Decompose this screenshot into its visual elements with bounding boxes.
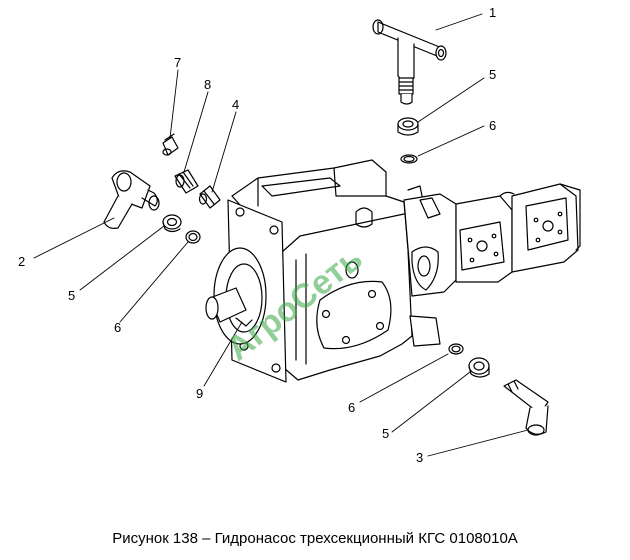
part-2-angle-fitting	[103, 170, 160, 229]
callout-2: 2	[18, 254, 25, 269]
callout-6-left: 6	[114, 320, 121, 335]
part-4-fitting	[198, 185, 221, 209]
callout-1: 1	[489, 5, 496, 20]
leader-lines	[33, 13, 529, 457]
callout-numbers: 1 5 6 7 8 4 2 5 6 9 6 5 3	[18, 5, 496, 465]
part-5-nut-top	[397, 117, 419, 136]
callout-6-top: 6	[489, 118, 496, 133]
callout-6-right: 6	[348, 400, 355, 415]
gear-pump-sections	[403, 183, 581, 297]
callout-5-right: 5	[382, 426, 389, 441]
pump-body	[205, 159, 441, 383]
callout-9: 9	[196, 386, 203, 401]
callout-7: 7	[174, 55, 181, 70]
part-6-oring-left	[185, 230, 201, 244]
callout-5-left: 5	[68, 288, 75, 303]
part-5-nut-left	[162, 214, 182, 233]
part-7-fitting	[162, 133, 179, 156]
part-6-oring-right	[448, 343, 464, 355]
part-8-fitting	[174, 169, 199, 194]
callout-3: 3	[416, 450, 423, 465]
part-5-nut-right	[468, 357, 490, 378]
part-6-oring-top	[400, 154, 418, 164]
part-1-tee-fitting	[372, 19, 447, 105]
callout-5-top: 5	[489, 67, 496, 82]
figure-caption: Рисунок 138 – Гидронасос трехсекционный …	[112, 530, 518, 547]
callout-8: 8	[204, 77, 211, 92]
callout-4: 4	[232, 97, 239, 112]
part-3-angle-fitting	[503, 379, 549, 436]
